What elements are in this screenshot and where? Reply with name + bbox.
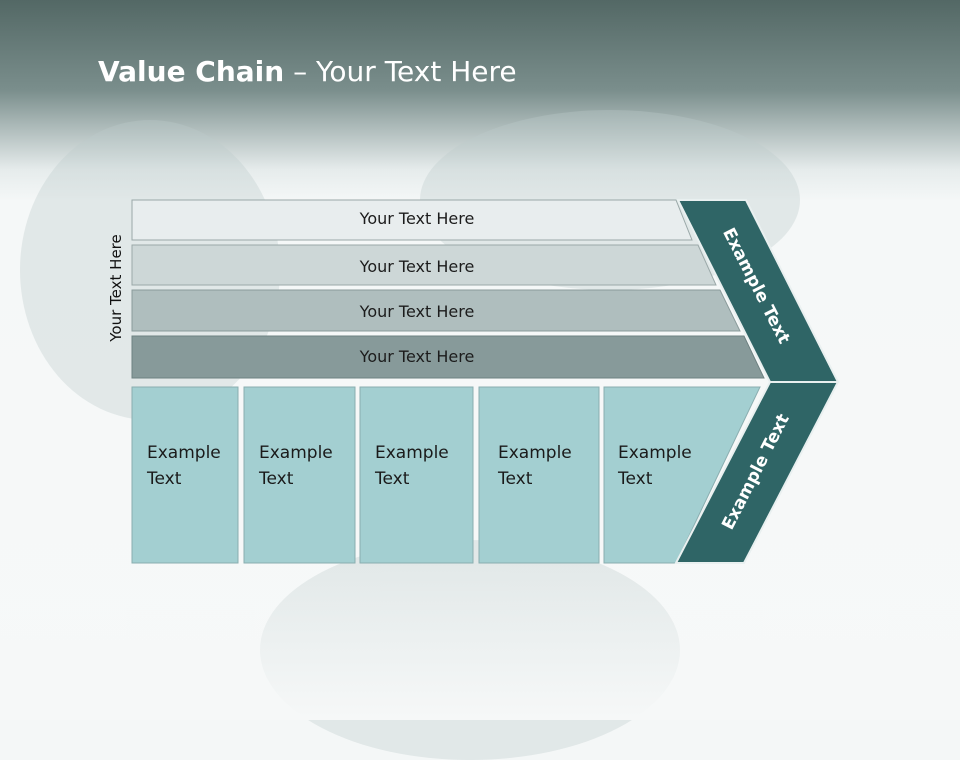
primary-box-line: Example xyxy=(147,443,221,463)
primary-box-line: Text xyxy=(259,469,294,489)
primary-box-line: Example xyxy=(375,443,449,463)
primary-box-line: Text xyxy=(375,469,410,489)
primary-box-line: Example xyxy=(618,443,692,463)
primary-box-line: Example xyxy=(259,443,333,463)
primary-box-1 xyxy=(131,386,239,564)
primary-box-text: Example Text xyxy=(618,440,692,492)
primary-box-line: Example xyxy=(498,443,572,463)
primary-box-3 xyxy=(359,386,474,564)
primary-box-text: Example Text xyxy=(375,440,449,492)
support-bar-2 xyxy=(131,244,717,286)
primary-box-line: Text xyxy=(498,469,533,489)
page-title: Value Chain – Your Text Here xyxy=(98,55,517,88)
title-bold: Value Chain xyxy=(98,55,285,88)
support-bar-3 xyxy=(131,289,741,332)
primary-box-line: Text xyxy=(618,469,653,489)
support-bar-4 xyxy=(131,335,765,379)
primary-box-line: Text xyxy=(147,469,182,489)
support-bar-1 xyxy=(131,199,693,241)
support-bar-label: Your Text Here xyxy=(359,209,475,228)
primary-box-text: Example Text xyxy=(259,440,333,492)
support-bar-label: Your Text Here xyxy=(359,257,475,276)
header-band xyxy=(0,0,960,200)
support-bar-label: Your Text Here xyxy=(359,347,475,366)
title-rest: – Your Text Here xyxy=(284,55,517,88)
primary-box-text: Example Text xyxy=(147,440,221,492)
primary-box-4 xyxy=(478,386,600,564)
primary-box-text: Example Text xyxy=(498,440,572,492)
primary-box-2 xyxy=(243,386,356,564)
value-chain-diagram xyxy=(131,199,840,564)
support-bar-label: Your Text Here xyxy=(359,302,475,321)
reflection-fade xyxy=(0,563,960,720)
